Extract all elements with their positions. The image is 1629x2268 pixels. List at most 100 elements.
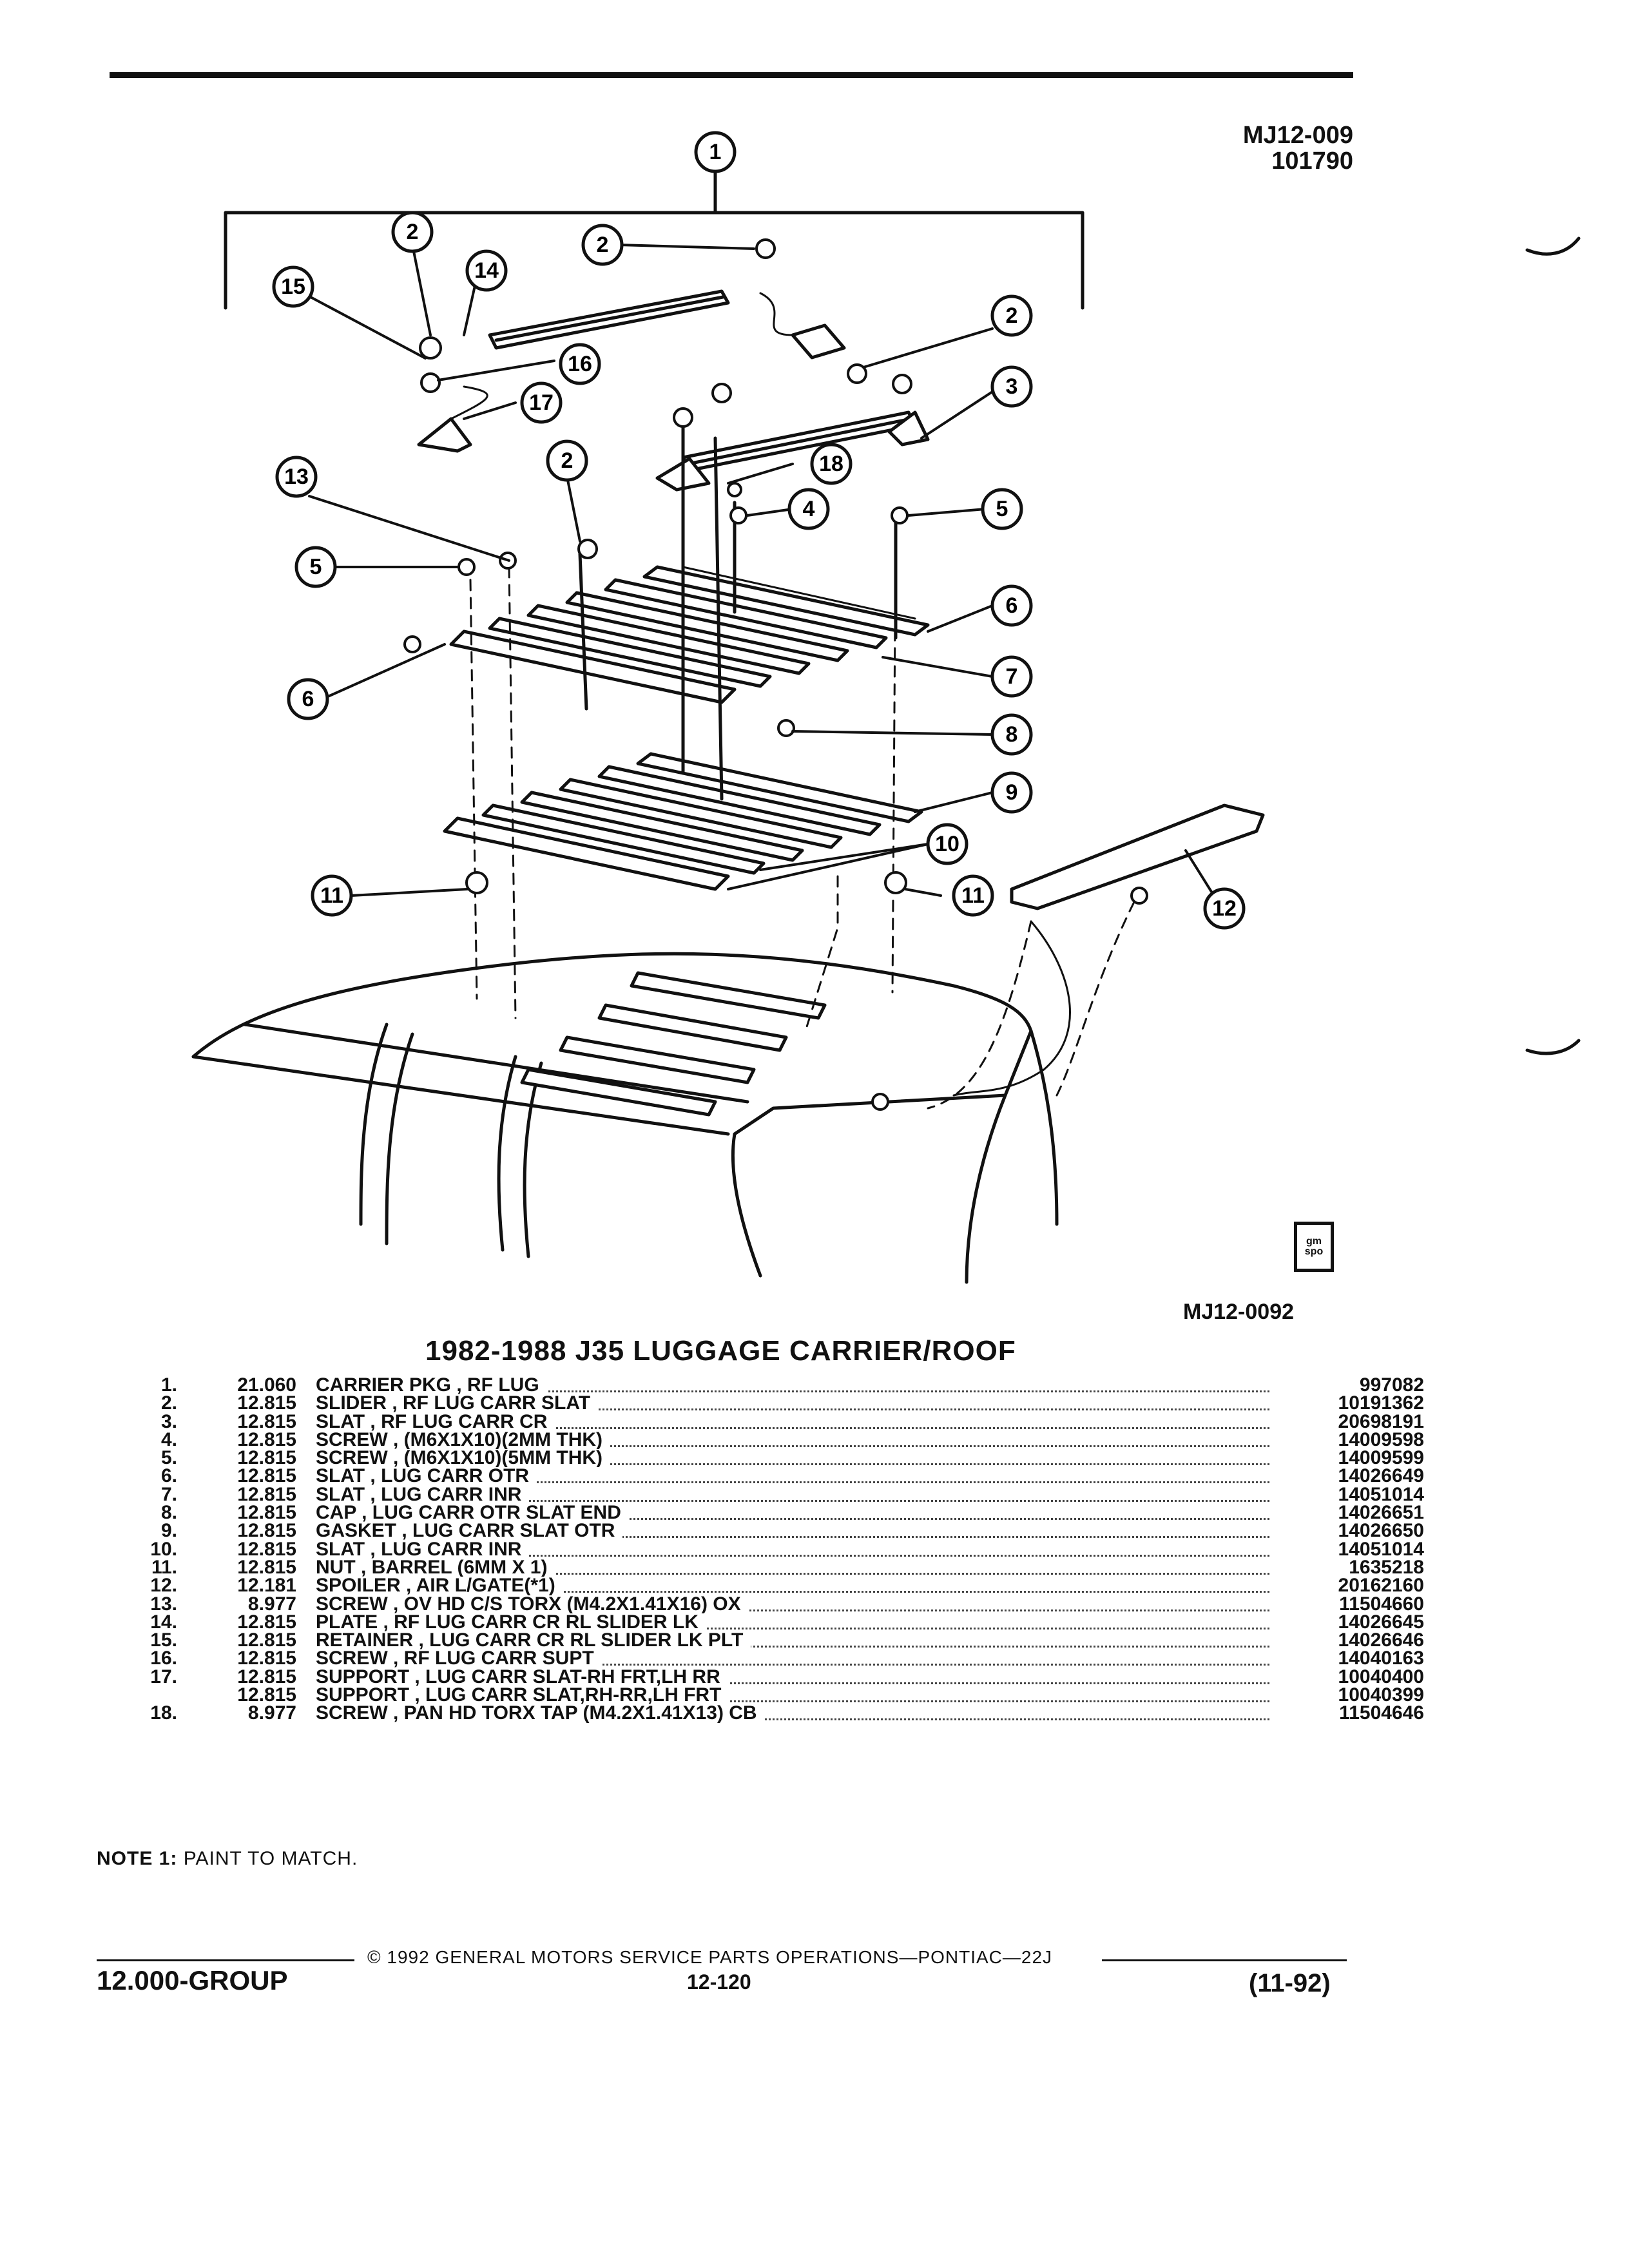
part-description: SCREW , RF LUG CARR SUPT [316,1649,1282,1668]
gm-spo-logo: gm spo [1294,1222,1334,1272]
part-number-code: 10191362 [1338,1392,1424,1414]
footer-rule-right [1102,1959,1347,1961]
part-number: 3. [160,1410,177,1432]
drawing-code: MJ12-009 [1242,122,1353,149]
callout-11a: 11 [320,883,343,908]
part-number-code: 14040163 [1338,1648,1424,1669]
part-description: SLAT , LUG CARR OTR [316,1467,1282,1486]
part-number-code: 20698191 [1338,1410,1424,1432]
part-description: RETAINER , LUG CARR CR RL SLIDER LK PLT [316,1631,1282,1650]
leader-dots [316,1394,1269,1411]
part-description: SUPPORT , LUG CARR SLAT,RH-RR,LH FRT [316,1686,1282,1705]
leader-dots [316,1704,1269,1721]
note-label: NOTE 1: [97,1848,178,1869]
callout-18: 18 [819,452,843,476]
part-catalog-group: 8.977 [247,1702,296,1724]
callout-12: 12 [1212,896,1237,921]
part-number: 16. [150,1648,177,1669]
callout-5b: 5 [310,555,322,579]
copyright: © 1992 GENERAL MOTORS SERVICE PARTS OPER… [367,1947,1053,1967]
part-catalog-group: 12.815 [237,1502,296,1524]
part-description: SCREW , OV HD C/S TORX (M4.2X1.41X16) OX [316,1595,1282,1613]
callout-11b: 11 [961,883,985,908]
part-catalog-group: 21.060 [237,1374,296,1396]
part-description: CAP , LUG CARR OTR SLAT END [316,1504,1282,1523]
callout-13: 13 [284,465,309,489]
part-number: 15. [150,1629,177,1651]
figure-code: MJ12-0092 [1183,1300,1295,1324]
callout-8: 8 [1006,722,1018,747]
part-number-code: 14026649 [1338,1465,1424,1487]
leader-dots [316,1631,1269,1648]
callout-6a: 6 [1006,593,1018,618]
part-row: 9. 12.815 GASKET , LUG CARR SLAT OTR 140266… [97,1520,1424,1542]
callout-5a: 5 [996,497,1008,521]
part-number-code: 14009599 [1338,1447,1424,1469]
part-row: 18. 8.977 SCREW , PAN HD TORX TAP (M4.2X1.… [97,1702,1424,1724]
part-number: 8. [160,1502,177,1524]
leader-dots [316,1449,1269,1466]
callout-1: 1 [709,140,722,164]
callout-10: 10 [935,832,959,856]
part-description: CARRIER PKG , RF LUG [316,1376,1282,1395]
part-number-code: 14051014 [1338,1538,1424,1560]
leader-dots [316,1577,1269,1593]
callout-2a: 2 [407,220,419,244]
part-number: 14. [150,1611,177,1633]
part-row: 12.815 SUPPORT , LUG CARR SLAT,RH-RR,LH F… [97,1684,1424,1706]
note-text: PAINT TO MATCH. [183,1848,358,1869]
leader-dots [316,1522,1269,1539]
part-description: GASKET , LUG CARR SLAT OTR [316,1522,1282,1541]
top-rule [110,72,1353,78]
part-description: SUPPORT , LUG CARR SLAT-RH FRT,LH RR [316,1667,1282,1687]
drawing-id: MJ12-009 101790 [1243,122,1353,174]
leader-dots [316,1376,1269,1392]
leader-dots [316,1541,1269,1557]
part-catalog-group: 12.815 [237,1629,296,1651]
part-number-code: 11504660 [1339,1593,1424,1615]
callout-3: 3 [1006,374,1018,399]
callout-14: 14 [474,258,499,283]
callout-7: 7 [1006,664,1018,689]
callout-17: 17 [529,390,554,415]
part-number: 18. [150,1702,177,1724]
part-catalog-group: 12.815 [237,1648,296,1669]
part-number: 1. [160,1374,177,1396]
group-label: 12.000-GROUP [97,1965,288,1995]
callout-9: 9 [1006,780,1018,805]
part-description: SPOILER , AIR L/GATE(*1) [316,1577,1282,1595]
part-number-code: 14051014 [1338,1483,1424,1505]
part-catalog-group: 12.815 [237,1556,296,1578]
part-number-code: 14026650 [1338,1520,1424,1542]
part-description: SLAT , LUG CARR INR [316,1485,1282,1504]
callout-4: 4 [803,497,815,521]
part-catalog-group: 12.815 [237,1684,296,1706]
callout-15: 15 [281,274,305,299]
part-description: SCREW , PAN HD TORX TAP (M4.2X1.41X13) C… [316,1704,1282,1723]
callout-2b: 2 [597,233,609,257]
leader-dots [316,1668,1269,1684]
part-number: 9. [160,1520,177,1542]
part-number: 12. [150,1575,177,1597]
part-catalog-group: 12.815 [237,1428,296,1450]
part-catalog-group: 12.815 [237,1611,296,1633]
part-number-code: 10040399 [1338,1684,1424,1706]
part-catalog-group: 12.181 [237,1575,296,1597]
part-catalog-group: 12.815 [237,1465,296,1487]
part-number-code: 20162160 [1338,1575,1424,1597]
part-catalog-group: 12.815 [237,1447,296,1469]
part-number: 10. [150,1538,177,1560]
leader-dots [316,1504,1269,1521]
part-catalog-group: 12.815 [237,1520,296,1542]
part-number: 2. [160,1392,177,1414]
part-catalog-group: 12.815 [237,1483,296,1505]
